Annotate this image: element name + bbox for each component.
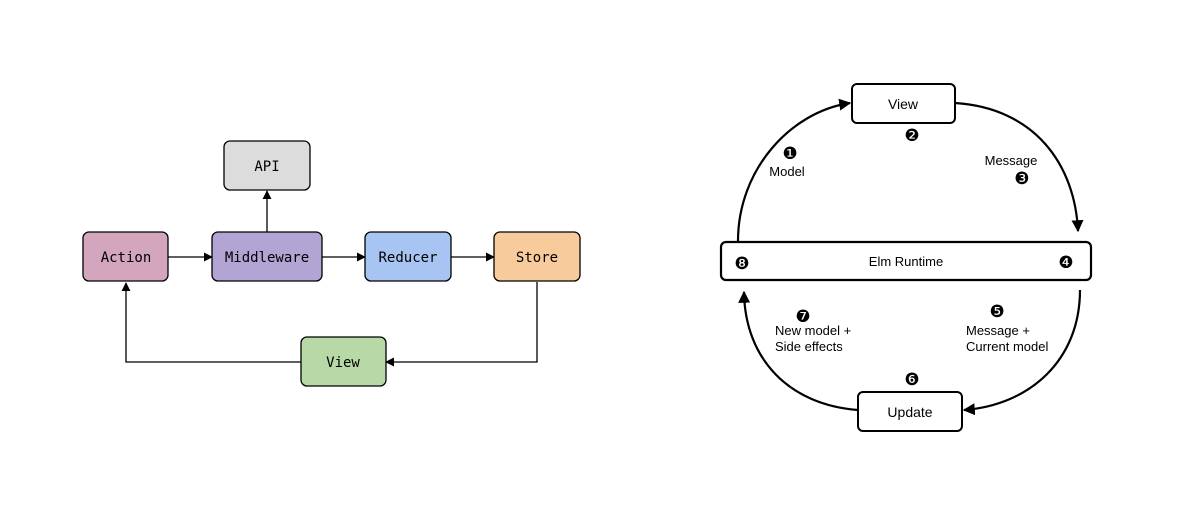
edge-view-to-action — [121, 282, 301, 363]
elm-node-runtime-box — [719, 240, 1093, 282]
node-api-label: API — [254, 159, 279, 175]
edge-label-message-current-line1: Message + — [966, 323, 1030, 338]
node-store: Store — [493, 231, 581, 282]
node-api: API — [223, 140, 311, 191]
edge-label-model: Model — [769, 164, 805, 179]
elm-node-update-label: Update — [887, 404, 932, 420]
node-view: View — [300, 336, 387, 387]
node-reducer: Reducer — [364, 231, 452, 282]
elm-node-update-box — [857, 391, 963, 432]
step-8-marker: ❽ — [734, 254, 749, 273]
step-7-marker: ❼ — [795, 307, 810, 326]
node-middleware-box — [211, 231, 323, 282]
step-6-marker: ❻ — [904, 370, 919, 389]
elm-node-runtime: Elm Runtime — [719, 240, 1093, 282]
elm-node-runtime-label: Elm Runtime — [869, 254, 943, 269]
elm-node-view-label: View — [888, 96, 919, 112]
node-reducer-label: Reducer — [378, 250, 437, 266]
edge-label-new-model-line2: Side effects — [775, 339, 843, 354]
edge-label-message: Message — [985, 153, 1038, 168]
node-action: Action — [82, 231, 169, 282]
step-3-marker: ❸ — [1014, 169, 1029, 188]
edge-view-to-runtime — [954, 101, 1084, 233]
node-middleware: Middleware — [211, 231, 323, 282]
redux-diagram: API Action Middleware Reducer Store View — [82, 140, 581, 387]
edge-runtime-to-update — [962, 289, 1082, 416]
edge-update-to-runtime — [738, 290, 859, 412]
step-5-marker: ❺ — [989, 302, 1004, 321]
node-action-label: Action — [101, 250, 152, 266]
node-api-box — [223, 140, 311, 191]
node-store-box — [493, 231, 581, 282]
node-view-box — [300, 336, 387, 387]
elm-node-view: View — [851, 83, 956, 124]
step-2-marker: ❷ — [904, 126, 919, 145]
elm-node-view-box — [851, 83, 956, 124]
edge-store-to-view — [385, 282, 538, 367]
elm-node-update: Update — [857, 391, 963, 432]
node-store-label: Store — [516, 250, 558, 266]
edge-label-new-model-line1: New model + — [775, 323, 851, 338]
node-action-box — [82, 231, 169, 282]
node-reducer-box — [364, 231, 452, 282]
step-1-marker: ❶ — [782, 144, 797, 163]
edge-runtime-to-view — [736, 98, 852, 242]
elm-diagram: View Elm Runtime Update ❶ ❷ ❸ ❹ ❺ ❻ ❼ ❽ … — [719, 83, 1093, 432]
step-4-marker: ❹ — [1058, 253, 1073, 272]
edge-label-message-current-line2: Current model — [966, 339, 1048, 354]
node-middleware-label: Middleware — [225, 250, 309, 266]
node-view-label: View — [326, 355, 360, 371]
